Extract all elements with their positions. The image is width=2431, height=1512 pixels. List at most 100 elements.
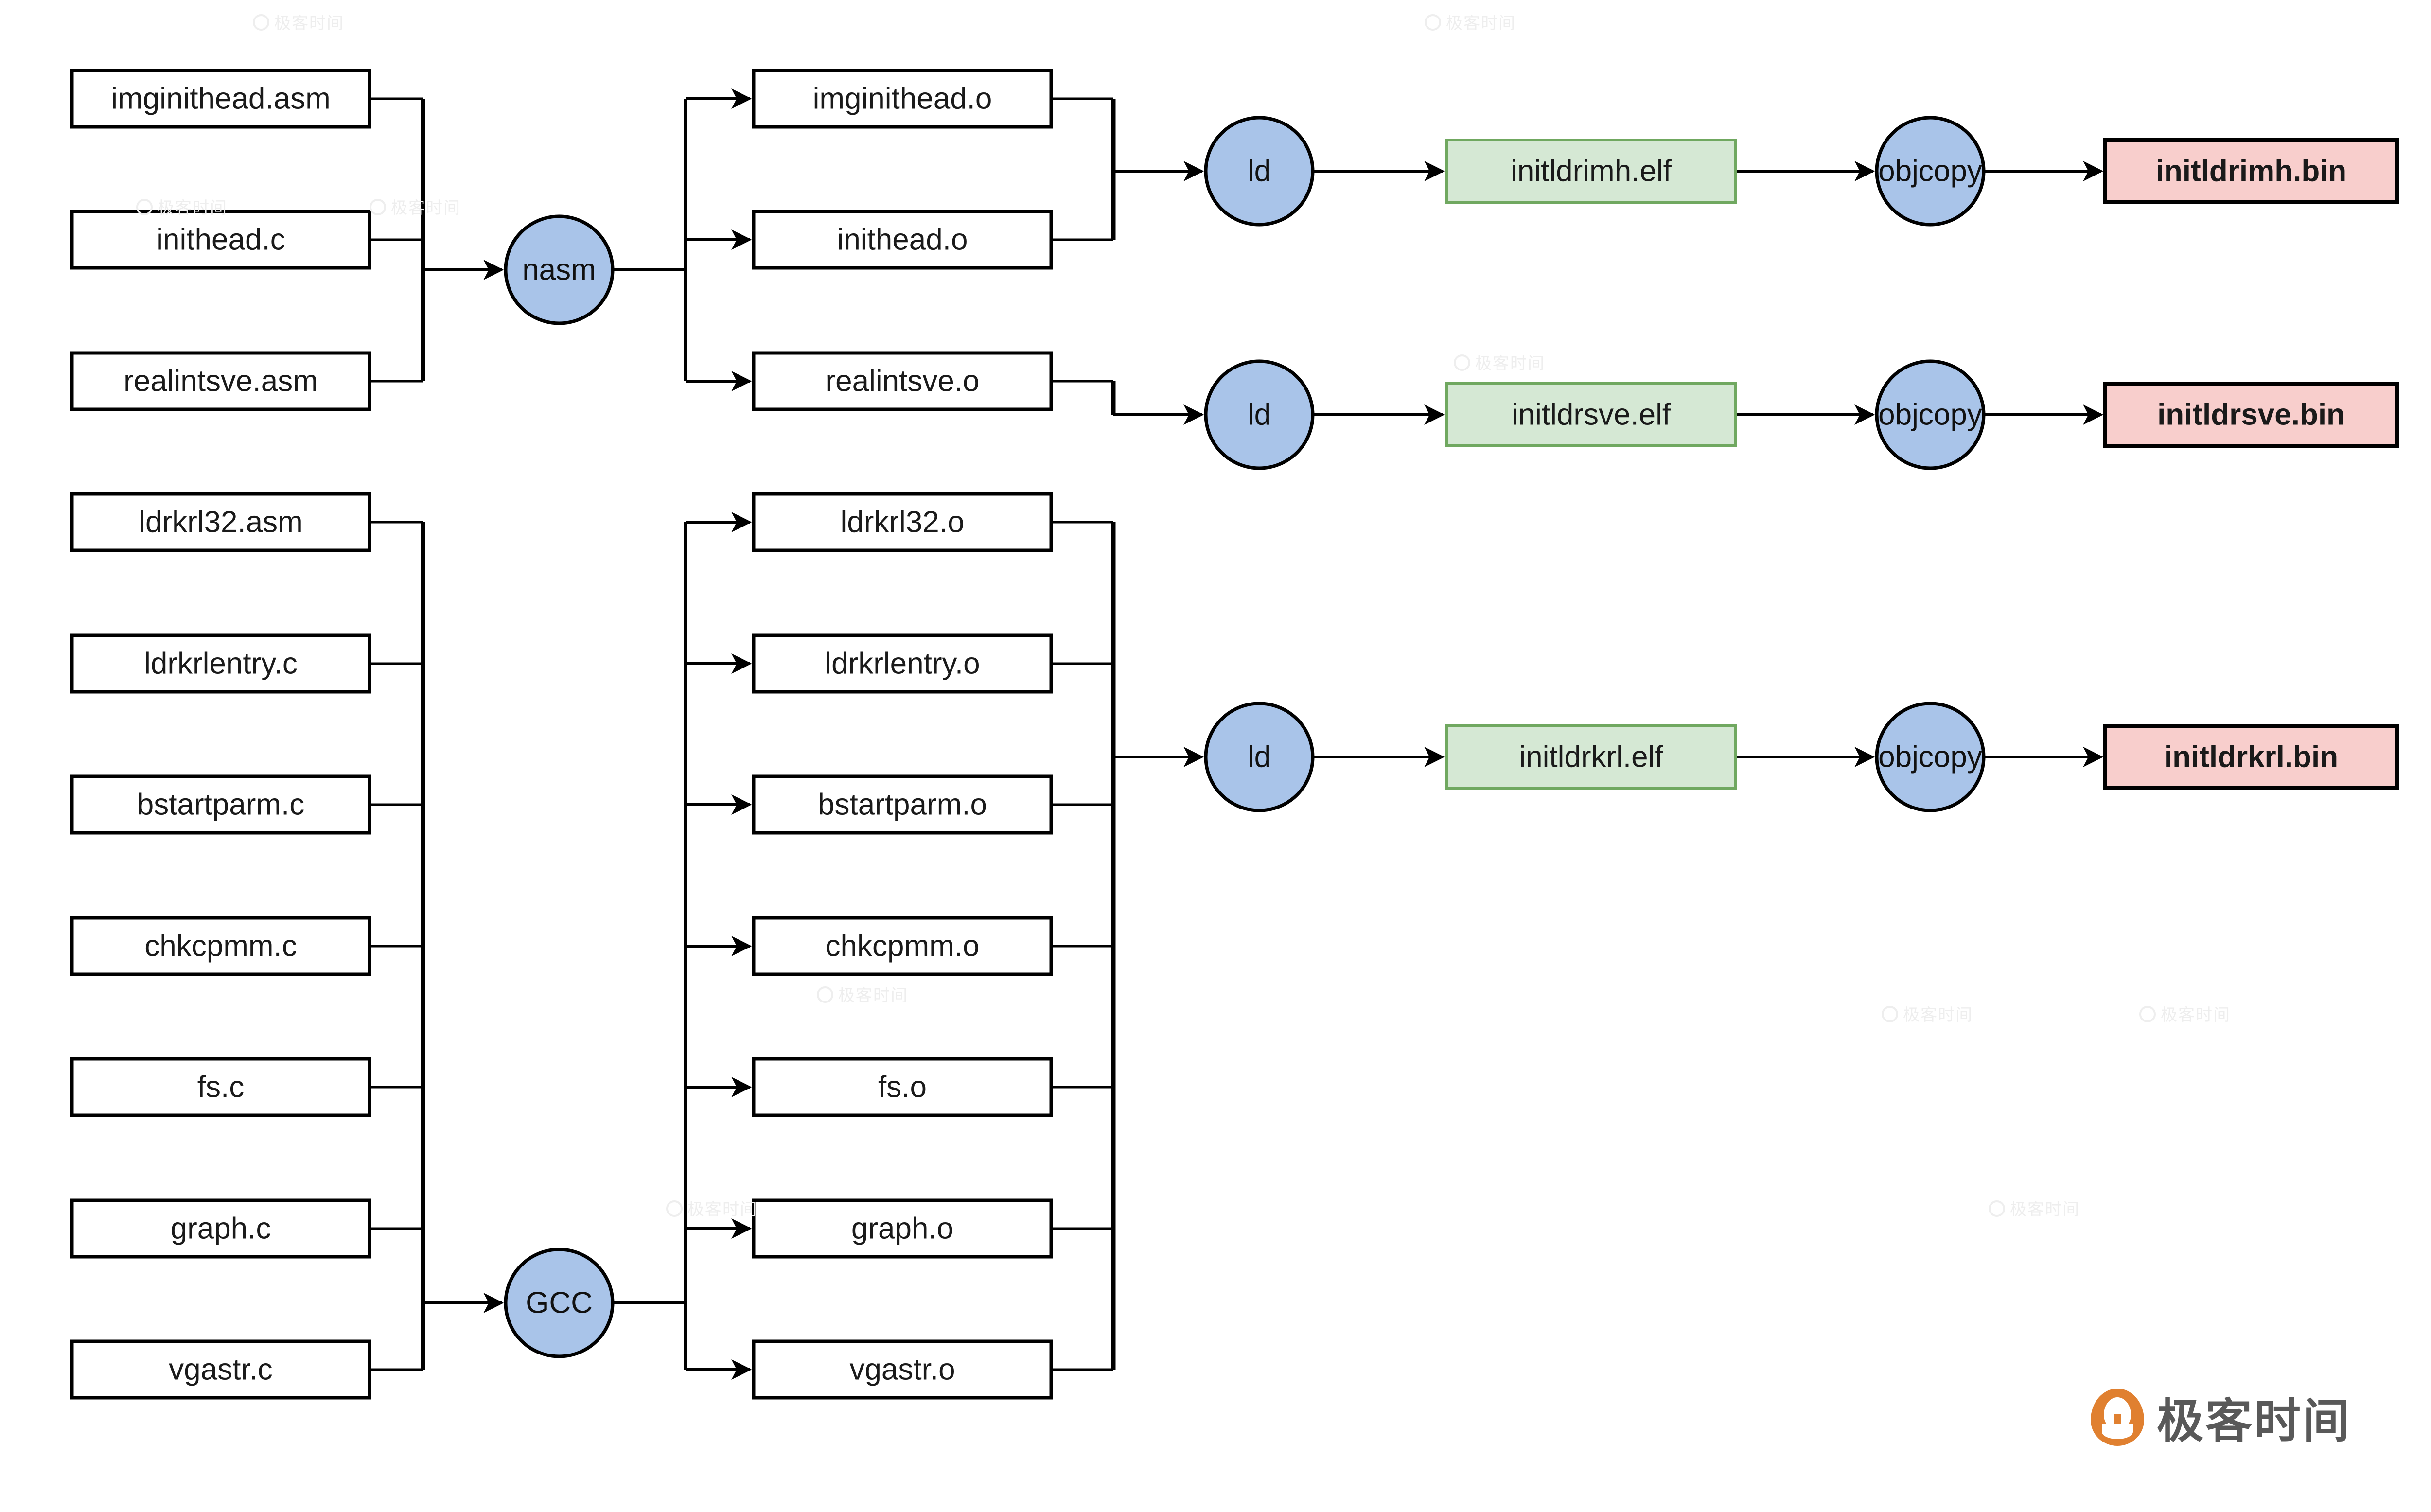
source-file-5-label: bstartparm.c (137, 788, 305, 822)
source-file-0-label: imginithead.asm (111, 82, 330, 116)
elf-output-1-label: initldrsve.elf (1512, 398, 1671, 432)
elf-output-2: initldrkrl.elf (1445, 724, 1737, 790)
edge-layer (370, 88, 2104, 1380)
compiler-nasm: nasm (504, 214, 615, 325)
bin-output-0: initldrimh.bin (2103, 138, 2399, 204)
source-file-1-label: inithead.c (156, 223, 285, 257)
bin-output-0-label: initldrimh.bin (2156, 155, 2347, 188)
elf-output-0: initldrimh.elf (1445, 139, 1737, 204)
source-file-4-box (70, 633, 371, 694)
objcopy-p1-label: objcopy (1878, 398, 1982, 432)
objcopy-p2-label: objcopy (1878, 740, 1982, 774)
linker-p1: ld (1204, 359, 1315, 470)
elf-output-1: initldrsve.elf (1445, 382, 1737, 447)
source-file-9-box (70, 1339, 371, 1400)
compiler-gcc-label: GCC (526, 1286, 593, 1320)
bin-output-2-box (2103, 724, 2399, 790)
linker-p2-label: ld (1248, 740, 1271, 774)
object-file-2-label: realintsve.o (825, 365, 979, 398)
bin-output-0-box (2103, 138, 2399, 204)
source-file-9: vgastr.c (70, 1339, 371, 1400)
linker-p1-shape (1204, 359, 1315, 470)
object-file-4-box (752, 633, 1053, 694)
source-file-3-label: ldrkrl32.asm (139, 506, 303, 539)
source-file-1-box (70, 210, 371, 270)
geektime-logo: 极客时间 (2091, 1383, 2351, 1451)
linker-p1-label: ld (1248, 398, 1271, 432)
object-file-2: realintsve.o (752, 351, 1053, 411)
object-file-0: imginithead.o (752, 69, 1053, 129)
object-file-6: chkcpmm.o (752, 916, 1053, 976)
object-file-9-label: vgastr.o (849, 1353, 955, 1387)
elf-output-1-box (1445, 382, 1737, 447)
elf-output-0-box (1445, 139, 1737, 204)
bin-output-1-box (2103, 382, 2399, 448)
source-file-9-label: vgastr.c (169, 1353, 273, 1387)
linker-p0-shape (1204, 116, 1315, 227)
elf-output-2-label: initldrkrl.elf (1519, 740, 1663, 774)
object-file-3-box (752, 492, 1053, 552)
linker-p0: ld (1204, 116, 1315, 227)
objcopy-p0: objcopy (1875, 116, 1986, 227)
source-file-8-label: graph.c (171, 1212, 271, 1246)
source-file-3: ldrkrl32.asm (70, 492, 371, 552)
linker-p0-label: ld (1248, 155, 1271, 188)
source-file-3-box (70, 492, 371, 552)
object-file-2-box (752, 351, 1053, 411)
object-file-7-label: fs.o (878, 1071, 927, 1104)
geektime-logo-text: 极客时间 (2157, 1394, 2351, 1448)
source-file-7-label: fs.c (197, 1071, 244, 1104)
compiler-nasm-label: nasm (522, 253, 596, 287)
object-file-6-box (752, 916, 1053, 976)
source-file-7: fs.c (70, 1057, 371, 1117)
objcopy-p1-shape (1875, 359, 1986, 470)
linker-p2: ld (1204, 702, 1315, 812)
source-file-8: graph.c (70, 1198, 371, 1259)
object-file-8-box (752, 1198, 1053, 1259)
source-file-8-box (70, 1198, 371, 1259)
source-file-7-box (70, 1057, 371, 1117)
object-file-4: ldrkrlentry.o (752, 633, 1053, 694)
object-file-5: bstartparm.o (752, 774, 1053, 835)
object-file-6-label: chkcpmm.o (826, 930, 980, 963)
bin-output-1-label: initldrsve.bin (2157, 398, 2345, 432)
object-file-1-label: inithead.o (837, 223, 968, 257)
bin-output-1: initldrsve.bin (2103, 382, 2399, 448)
object-file-1: inithead.o (752, 210, 1053, 270)
object-file-7: fs.o (752, 1057, 1053, 1117)
object-file-9: vgastr.o (752, 1339, 1053, 1400)
object-file-0-label: imginithead.o (813, 82, 992, 116)
source-file-2-label: realintsve.asm (123, 365, 318, 398)
linker-p2-shape (1204, 702, 1315, 812)
object-file-5-label: bstartparm.o (818, 788, 987, 822)
source-file-4: ldrkrlentry.c (70, 633, 371, 694)
objcopy-p2: objcopy (1875, 702, 1986, 812)
source-file-0-box (70, 69, 371, 129)
object-file-9-box (752, 1339, 1053, 1400)
bin-output-2: initldrkrl.bin (2103, 724, 2399, 790)
object-file-8: graph.o (752, 1198, 1053, 1259)
object-file-3: ldrkrl32.o (752, 492, 1053, 552)
source-file-6-box (70, 916, 371, 976)
source-file-5: bstartparm.c (70, 774, 371, 835)
object-file-5-box (752, 774, 1053, 835)
object-file-4-label: ldrkrlentry.o (825, 647, 980, 681)
elf-output-2-box (1445, 724, 1737, 790)
object-file-7-box (752, 1057, 1053, 1117)
object-file-8-label: graph.o (851, 1212, 953, 1246)
object-file-0-box (752, 69, 1053, 129)
node-layer: imginithead.asm inithead.c realintsve.asm l… (70, 69, 2399, 1400)
objcopy-p0-label: objcopy (1878, 155, 1982, 188)
objcopy-p2-shape (1875, 702, 1986, 812)
objcopy-p1: objcopy (1875, 359, 1986, 470)
source-file-6-label: chkcpmm.c (144, 930, 297, 963)
source-file-2: realintsve.asm (70, 351, 371, 411)
source-file-2-box (70, 351, 371, 411)
object-file-3-label: ldrkrl32.o (841, 506, 965, 539)
bin-output-2-label: initldrkrl.bin (2164, 740, 2338, 774)
compiler-gcc-shape (504, 1248, 615, 1358)
compiler-gcc: GCC (504, 1248, 615, 1358)
elf-output-0-label: initldrimh.elf (1511, 155, 1672, 188)
source-file-4-label: ldrkrlentry.c (144, 647, 298, 681)
